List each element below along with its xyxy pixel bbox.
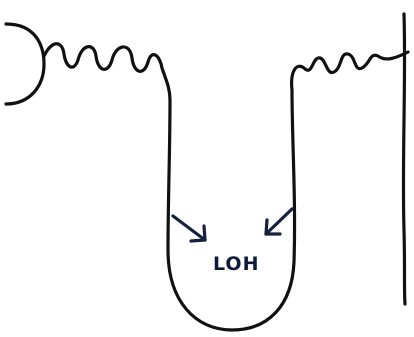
loop-of-henle — [168, 90, 295, 330]
right-arrow — [266, 209, 292, 234]
left-wavy-tubule — [44, 44, 170, 100]
loh-label: LOH — [213, 253, 259, 275]
right-arrow-shaft — [266, 209, 292, 234]
left-bulb-curve — [6, 24, 44, 104]
left-arrow-shaft — [173, 216, 205, 240]
right-wavy-tubule — [292, 52, 408, 90]
collecting-duct — [403, 14, 405, 304]
left-arrow — [173, 216, 205, 241]
